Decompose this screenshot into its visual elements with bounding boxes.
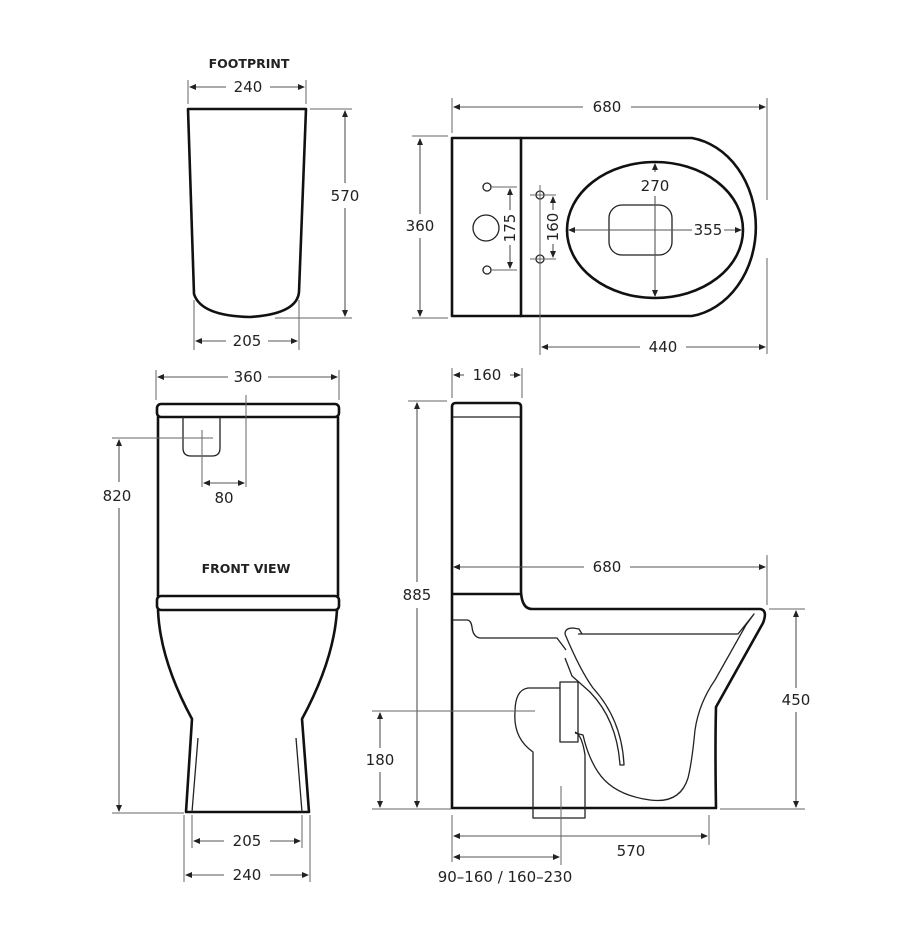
side-cistern-depth-dim: 160 — [451, 366, 523, 398]
footprint-top-width-label: 240 — [234, 78, 263, 96]
front-cistern-lid — [155, 402, 341, 419]
side-base-length-label: 570 — [617, 842, 646, 860]
footprint-bottom-width-label: 205 — [233, 332, 262, 350]
side-cistern — [450, 401, 767, 810]
side-overall-length-dim: 680 — [453, 555, 768, 605]
front-base-outer-label: 240 — [233, 866, 262, 884]
plan-inlet-spacing-label: 175 — [501, 214, 519, 243]
side-outlet-flange — [559, 681, 579, 743]
plan-fixing-spacing-dim: 160 — [544, 196, 562, 258]
side-trapway — [564, 627, 625, 766]
footprint-shape — [186, 107, 308, 319]
side-overall-height-label: 885 — [403, 586, 432, 604]
side-base-length-dim: 570 — [451, 815, 710, 862]
plan-view: 175 160 270 355 — [406, 98, 768, 356]
front-base-outer-dim: 240 — [183, 815, 311, 884]
plan-outline — [450, 136, 758, 318]
plan-fixing-to-front-label: 440 — [649, 338, 678, 356]
front-inlet-height-label: 820 — [103, 487, 132, 505]
side-rim-channel — [453, 619, 567, 651]
front-view-title: FRONT VIEW — [202, 561, 291, 576]
footprint-bottom-width-dim: 205 — [193, 300, 300, 350]
plan-fixing-to-front-dim: 440 — [541, 338, 766, 356]
side-overall-height-dim: 885 — [372, 400, 451, 810]
plan-inlet-spacing-dim: 175 — [501, 188, 519, 269]
side-seat-height-dim: 450 — [720, 608, 811, 810]
side-outlet-height-dim: 180 — [366, 710, 535, 808]
plan-overall-length-label: 680 — [593, 98, 622, 116]
front-inlet-height-dim: 820 — [103, 437, 213, 814]
footprint-top-width-dim: 240 — [187, 78, 307, 104]
footprint-view: FOOTPRINT 240 570 — [186, 56, 360, 350]
plan-fixing-spacing-label: 160 — [544, 213, 562, 242]
side-set-out-label: 90–160 / 160–230 — [438, 868, 573, 886]
front-view: 360 80 820 FRONT VIEW — [103, 368, 341, 884]
footprint-title: FOOTPRINT — [209, 56, 290, 71]
side-cistern-depth-label: 160 — [473, 366, 502, 384]
plan-overall-width-label: 360 — [406, 217, 435, 235]
cistern-hole-bottom — [482, 265, 492, 275]
side-seat-height-label: 450 — [782, 691, 811, 709]
front-overall-width-label: 360 — [234, 368, 263, 386]
inlet-hole — [472, 214, 500, 242]
front-bowl — [156, 608, 339, 814]
front-inlet-offset-label: 80 — [214, 489, 233, 507]
plan-overall-length-dim: 680 — [451, 98, 768, 354]
front-inlet-offset-dim: 80 — [201, 395, 247, 507]
front-seat-band — [155, 594, 341, 612]
footprint-depth-label: 570 — [331, 187, 360, 205]
bowl-opening — [565, 160, 745, 300]
plan-bowl-length-label: 270 — [641, 177, 670, 195]
front-base-inner-dim: 205 — [191, 815, 303, 850]
footprint-depth-dim: 570 — [275, 108, 360, 319]
side-outlet-pan — [514, 687, 586, 819]
side-overall-length-label: 680 — [593, 558, 622, 576]
side-outlet-height-label: 180 — [366, 751, 395, 769]
cistern-hole-top — [482, 182, 492, 192]
plan-bowl-width-label: 355 — [694, 221, 723, 239]
side-rim-top — [574, 613, 755, 802]
front-overall-width-dim: 360 — [155, 368, 340, 400]
plan-overall-width-dim: 360 — [406, 135, 448, 319]
side-set-out-dim: 90–160 / 160–230 — [438, 786, 573, 886]
plan-bowl-length-dim: 270 — [641, 163, 670, 297]
side-view: 160 885 680 450 — [366, 366, 811, 886]
front-base-inner-label: 205 — [233, 832, 262, 850]
front-cistern-body — [156, 415, 340, 598]
plan-bowl-width-dim: 355 — [568, 221, 742, 239]
